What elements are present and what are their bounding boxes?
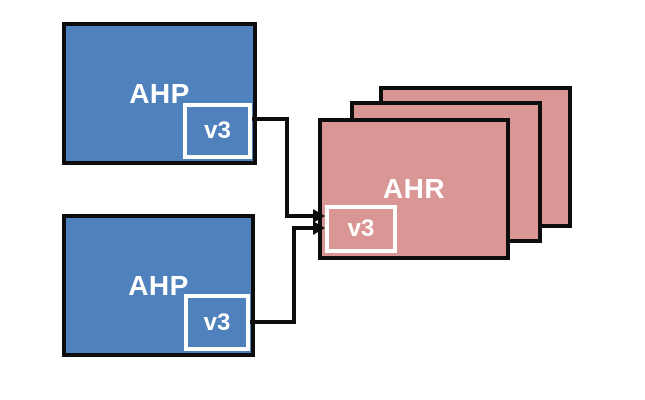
port-v3-ahp-top-label: v3 — [204, 117, 231, 144]
node-ahp-bottom: AHP v3 — [62, 214, 255, 357]
node-ahp-top: AHP v3 — [62, 22, 257, 165]
port-v3-ahp-bottom-label: v3 — [203, 308, 231, 336]
node-ahr: AHR v3 — [318, 118, 510, 260]
port-v3-ahp-top: v3 — [183, 103, 252, 159]
port-v3-ahp-bottom: v3 — [184, 294, 250, 351]
connector-ahp-top-to-ahr — [252, 117, 314, 218]
port-v3-ahr-label: v3 — [347, 215, 375, 242]
port-v3-ahr: v3 — [325, 205, 397, 253]
connector-ahp-bottom-to-ahr — [250, 226, 314, 324]
